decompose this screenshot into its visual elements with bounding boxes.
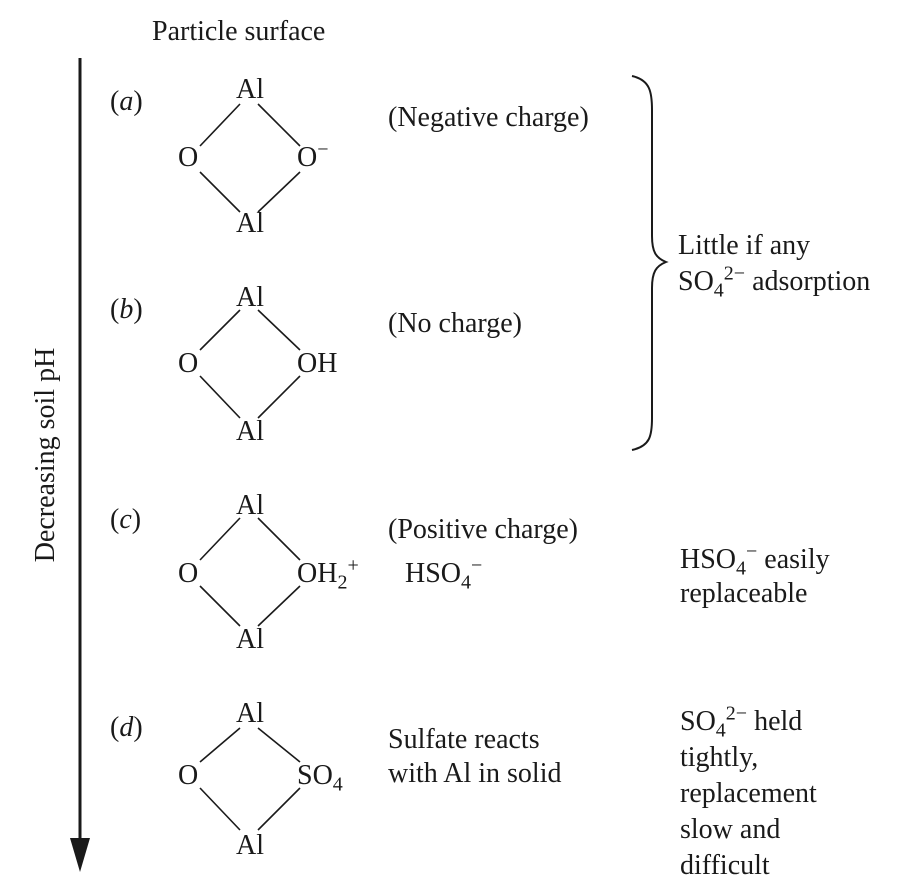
row-d-letter: (d) — [110, 712, 143, 743]
brace-note-line2: SO42− adsorption — [678, 262, 871, 302]
row-d-note-line2: with Al in solid — [388, 758, 562, 789]
row-b-top-al: Al — [236, 282, 264, 313]
note-d-line4: slow and — [680, 814, 781, 845]
curly-brace — [631, 75, 669, 451]
diamond-c-bonds — [199, 517, 301, 627]
row-c-top-al: Al — [236, 490, 264, 521]
row-b-letter: (b) — [110, 294, 143, 325]
diamond-a-bonds — [199, 103, 301, 213]
row-c-left-o: O — [178, 558, 199, 589]
note-c-line1: HSO4− easily — [680, 540, 830, 580]
diamond-d-bonds — [199, 727, 301, 831]
row-b-note: (No charge) — [388, 308, 522, 339]
particle-surface-title: Particle surface — [152, 16, 326, 47]
row-a-right-o: O− — [297, 138, 329, 173]
note-d-line1: SO42− held — [680, 702, 803, 742]
ph-axis-label: Decreasing soil pH — [30, 347, 61, 563]
row-d-top-al: Al — [236, 698, 264, 729]
row-a-letter: (a) — [110, 86, 143, 117]
note-d-line3: replacement — [680, 778, 817, 809]
row-d-note-line1: Sulfate reacts — [388, 724, 540, 755]
note-d-line2: tightly, — [680, 742, 759, 773]
note-c-line2: replaceable — [680, 578, 808, 609]
row-b-bottom-al: Al — [236, 416, 264, 447]
row-d-left-o: O — [178, 760, 199, 791]
row-c-note: (Positive charge) — [388, 514, 578, 545]
row-a-note: (Negative charge) — [388, 102, 589, 133]
row-d-right-so4: SO4 — [297, 760, 343, 796]
row-a-bottom-al: Al — [236, 208, 264, 239]
row-a-top-al: Al — [236, 74, 264, 105]
row-d-bottom-al: Al — [236, 830, 264, 861]
row-c-right-oh2: OH2+ — [297, 554, 359, 594]
row-c-anion: HSO4− — [405, 554, 483, 594]
row-a-left-o: O — [178, 142, 199, 173]
diamond-b-bonds — [199, 309, 301, 419]
note-d-line5: difficult — [680, 850, 770, 881]
row-b-right-oh: OH — [297, 348, 338, 379]
ph-axis-arrowhead — [70, 838, 90, 872]
row-c-bottom-al: Al — [236, 624, 264, 655]
brace-note-line1: Little if any — [678, 230, 811, 261]
row-b-left-o: O — [178, 348, 199, 379]
row-c-letter: (c) — [110, 504, 142, 535]
